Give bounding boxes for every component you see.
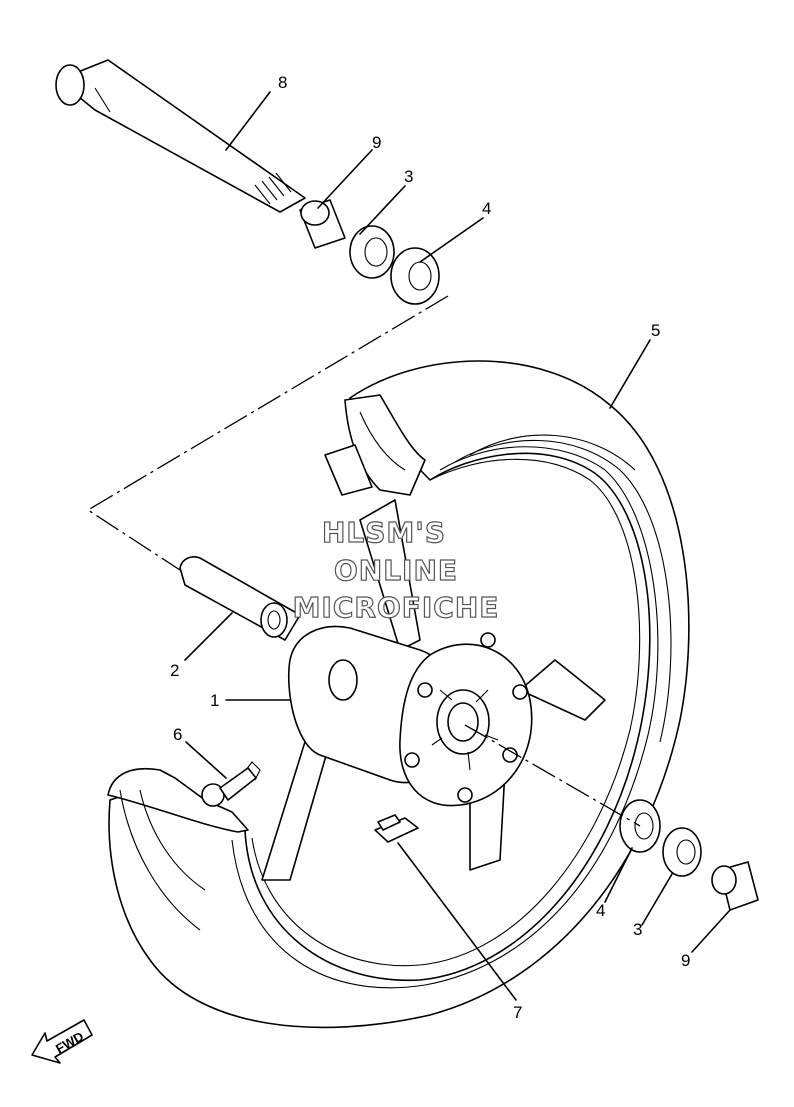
bearing-3-bottom — [662, 827, 702, 877]
wheel — [261, 499, 606, 881]
fwd-arrow-icon: FWD — [31, 1019, 93, 1064]
callout-labels: 8 9 3 4 5 2 1 6 4 3 9 7 — [170, 73, 690, 1022]
spacer — [179, 556, 301, 641]
bearing-4-top — [390, 247, 440, 305]
callout-8: 8 — [278, 73, 287, 92]
valve — [201, 761, 261, 807]
axle — [55, 59, 306, 213]
callout-5: 5 — [651, 321, 660, 340]
callout-6: 6 — [173, 725, 182, 744]
callout-4-top: 4 — [482, 199, 491, 218]
assembly-lines — [86, 295, 641, 827]
tire — [107, 360, 690, 1029]
bearing-3-top — [349, 225, 395, 279]
watermark-line-2: ONLINE — [334, 554, 458, 587]
watermark-line-1: HLSM'S — [322, 516, 446, 549]
balance-weight — [374, 814, 419, 843]
watermark: HLSM'S ONLINE MICROFICHE — [292, 515, 500, 624]
collar-top — [299, 199, 346, 249]
callout-1: 1 — [210, 691, 219, 710]
watermark-line-3: MICROFICHE — [293, 591, 500, 624]
collar-bottom — [711, 861, 759, 911]
callout-7: 7 — [513, 1003, 522, 1022]
callout-2: 2 — [170, 661, 179, 680]
leader-lines — [184, 91, 731, 1001]
callout-9-bottom: 9 — [681, 951, 690, 970]
callout-3-top: 3 — [404, 167, 413, 186]
callout-9-top: 9 — [372, 133, 381, 152]
callout-3-bottom: 3 — [633, 920, 642, 939]
callout-4-bottom: 4 — [596, 901, 605, 920]
